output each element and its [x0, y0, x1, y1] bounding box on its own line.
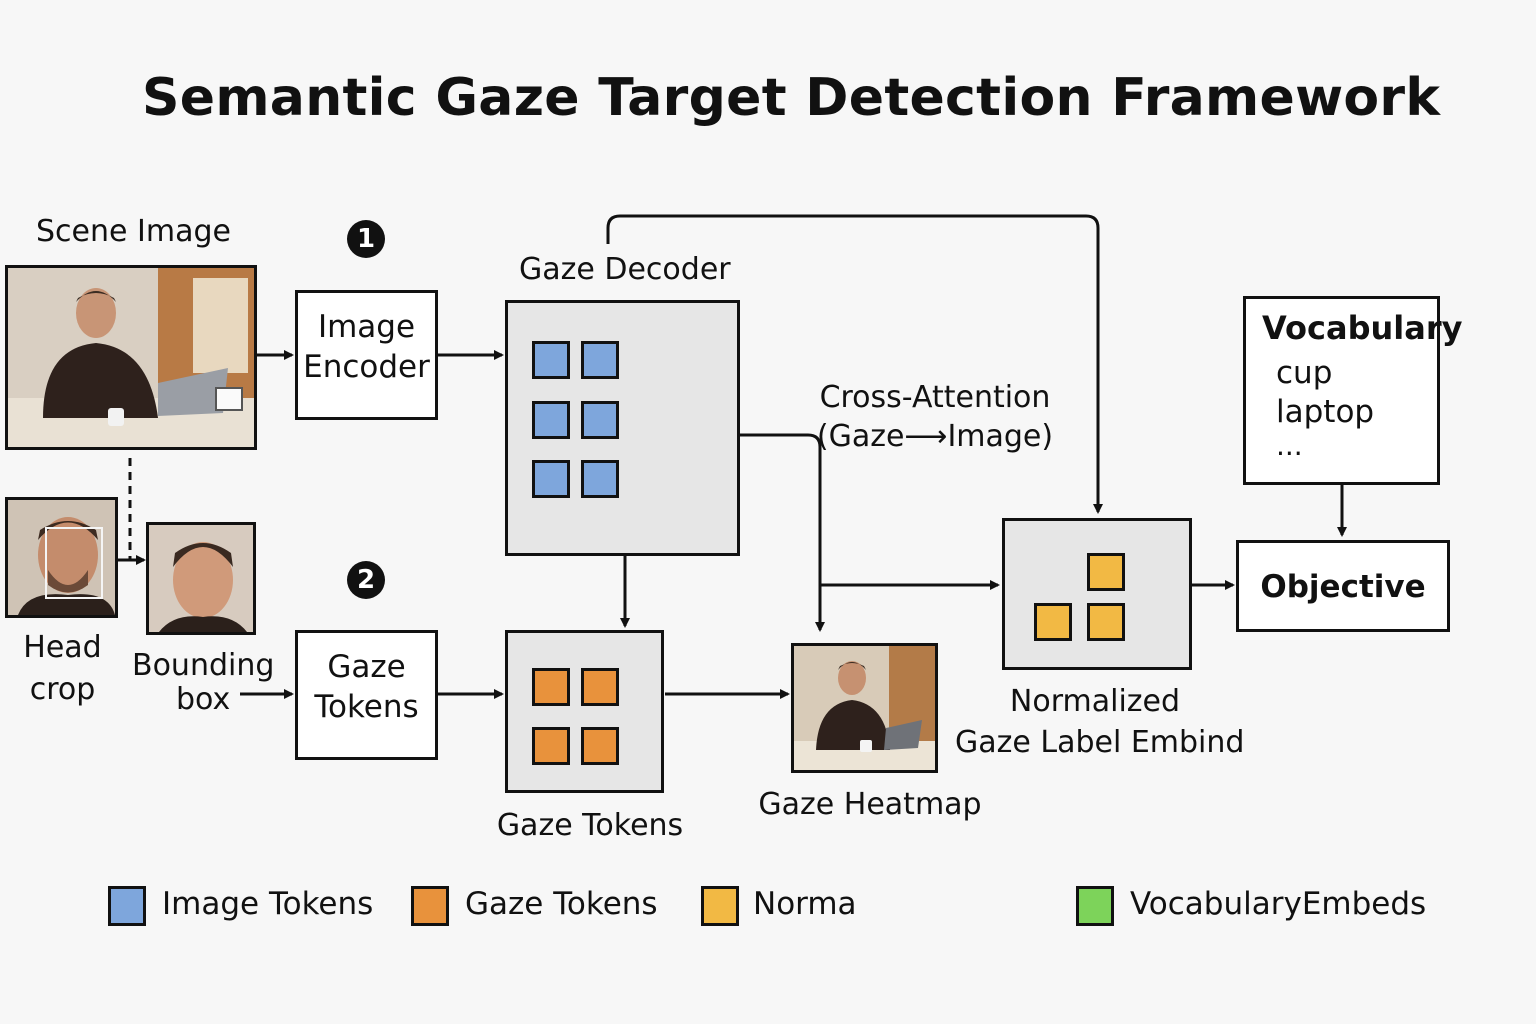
legend-label-image-tokens: Image Tokens — [162, 886, 374, 922]
normalized-token — [1087, 553, 1125, 591]
legend-swatch-gaze-tokens — [411, 886, 449, 926]
image-encoder-box: Image Encoder — [295, 290, 438, 420]
normalized-token — [1034, 603, 1072, 641]
gaze-token — [581, 727, 619, 765]
vocabulary-box: Vocabulary cup laptop ... — [1243, 296, 1462, 485]
gaze-token — [532, 668, 570, 706]
vocabulary-item: cup — [1276, 355, 1333, 391]
image-token — [581, 460, 619, 498]
gaze-decoder-label: Gaze Decoder — [519, 252, 731, 287]
image-encoder-line2: Encoder — [303, 349, 430, 385]
normalized-embed-box — [1002, 518, 1192, 670]
head-crop-line1: Head — [23, 630, 102, 665]
vocabulary-item: ... — [1276, 429, 1303, 462]
bounding-box-image — [146, 522, 256, 635]
objective-label: Objective — [1260, 569, 1426, 605]
bounding-box-line2: box — [176, 682, 231, 717]
image-token — [532, 401, 570, 439]
scene-image-label: Scene Image — [36, 214, 231, 249]
vocabulary-title: Vocabulary — [1262, 309, 1463, 347]
objective-box: Objective — [1236, 540, 1450, 632]
normalized-token — [1087, 603, 1125, 641]
legend-label-vocabulary-embeds: VocabularyEmbeds — [1130, 886, 1427, 922]
cross-attention-line1: Cross-Attention — [819, 380, 1051, 415]
cross-attention-line2: (Gaze⟶Image) — [816, 419, 1054, 454]
head-crop-image — [5, 497, 118, 618]
diagram-title: Semantic Gaze Target Detection Framework — [142, 68, 1441, 128]
legend-label-normalized: Norma — [753, 886, 857, 922]
arrow-decoder-loop — [606, 214, 1103, 514]
image-token — [532, 460, 570, 498]
arrow-decoder-to-heatmap — [740, 433, 825, 632]
gaze-heatmap-label: Gaze Heatmap — [758, 787, 982, 822]
legend-swatch-image-tokens — [108, 886, 146, 926]
step-2-badge: 2 — [347, 561, 385, 599]
gaze-decoder-box — [505, 300, 740, 556]
legend-label-gaze-tokens: Gaze Tokens — [465, 886, 658, 922]
gaze-tokens-grid — [505, 630, 664, 793]
gaze-token — [532, 727, 570, 765]
image-token — [581, 401, 619, 439]
gaze-heatmap-image — [791, 643, 938, 773]
gaze-tokens-line2: Tokens — [314, 689, 419, 725]
image-token — [532, 341, 570, 379]
vocabulary-item: laptop — [1276, 394, 1375, 430]
normalized-line2: Gaze Label Embind — [955, 725, 1245, 760]
image-encoder-line1: Image — [317, 309, 416, 345]
image-token — [581, 341, 619, 379]
legend-swatch-vocabulary-embeds — [1076, 886, 1114, 926]
gaze-token — [581, 668, 619, 706]
gaze-tokens-label: Gaze Tokens — [496, 808, 684, 843]
gaze-tokens-box: Gaze Tokens — [295, 630, 438, 760]
scene-image — [5, 265, 257, 450]
step-1-badge: 1 — [347, 220, 385, 258]
normalized-line1: Normalized — [1009, 684, 1181, 719]
bounding-box-line1: Bounding — [132, 648, 275, 683]
legend-swatch-normalized — [701, 886, 739, 926]
gaze-tokens-line1: Gaze — [327, 649, 406, 685]
head-crop-line2: crop — [29, 672, 96, 707]
